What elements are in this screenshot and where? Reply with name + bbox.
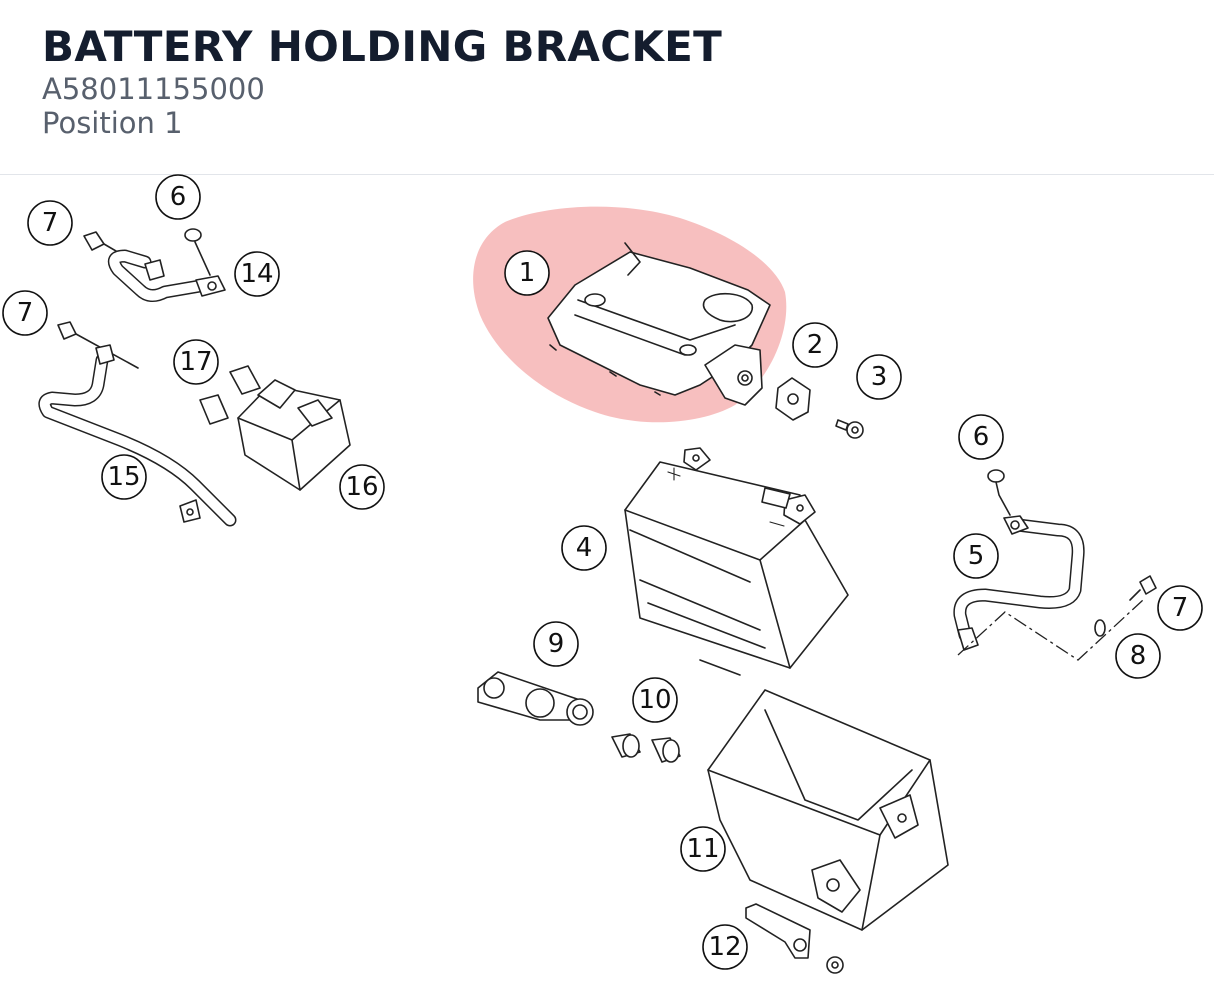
part-10-spacers[interactable] <box>611 733 681 763</box>
callout-8[interactable]: 8 <box>1115 633 1161 679</box>
part-1-battery-bracket[interactable] <box>547 242 771 406</box>
callout-11[interactable]: 11 <box>680 826 726 872</box>
callout-6-top-left[interactable]: 6 <box>155 174 201 220</box>
svg-text:17: 17 <box>179 347 212 377</box>
part-4-battery[interactable] <box>624 447 849 676</box>
svg-text:10: 10 <box>638 685 671 715</box>
svg-text:15: 15 <box>107 462 140 492</box>
callout-3[interactable]: 3 <box>856 354 902 400</box>
svg-text:6: 6 <box>973 422 990 452</box>
svg-text:9: 9 <box>548 629 565 659</box>
part-14-cable[interactable] <box>107 249 226 302</box>
callout-17[interactable]: 17 <box>173 339 219 385</box>
callout-1[interactable]: 1 <box>504 250 550 296</box>
part-9-connector[interactable] <box>477 671 594 726</box>
svg-text:3: 3 <box>871 362 888 392</box>
callout-7-mid-left[interactable]: 7 <box>2 290 48 336</box>
svg-text:6: 6 <box>170 182 187 212</box>
part-8-washer[interactable] <box>1094 619 1106 637</box>
part-number: A58011155000 <box>42 72 265 106</box>
svg-text:12: 12 <box>708 932 741 962</box>
svg-text:11: 11 <box>686 834 719 864</box>
svg-text:7: 7 <box>1172 593 1189 623</box>
page-title: BATTERY HOLDING BRACKET <box>42 22 723 71</box>
svg-text:14: 14 <box>240 259 273 289</box>
svg-text:7: 7 <box>42 208 59 238</box>
part-2-nut[interactable] <box>775 377 811 421</box>
callout-4[interactable]: 4 <box>561 525 607 571</box>
part-17-fuses[interactable] <box>199 365 261 425</box>
callout-16[interactable]: 16 <box>339 464 385 510</box>
svg-text:8: 8 <box>1130 641 1147 671</box>
svg-text:5: 5 <box>968 541 985 571</box>
part-6-screw-right[interactable] <box>987 469 1011 516</box>
callout-6-right[interactable]: 6 <box>958 414 1004 460</box>
page-header: BATTERY HOLDING BRACKET A58011155000 Pos… <box>0 0 1214 175</box>
callout-7-right[interactable]: 7 <box>1157 585 1203 631</box>
position-label: Position 1 <box>42 106 183 140</box>
svg-text:7: 7 <box>17 298 34 328</box>
part-5-ground-cable[interactable] <box>953 515 1144 661</box>
svg-text:1: 1 <box>519 258 536 288</box>
callout-9[interactable]: 9 <box>533 621 579 667</box>
part-12-mount-bracket[interactable] <box>745 903 844 974</box>
callout-7-top-left[interactable]: 7 <box>27 200 73 246</box>
svg-text:16: 16 <box>345 472 378 502</box>
part-7-bolt-right[interactable] <box>1129 575 1157 601</box>
callout-5[interactable]: 5 <box>953 533 999 579</box>
svg-text:4: 4 <box>576 533 593 563</box>
callout-15[interactable]: 15 <box>101 454 147 500</box>
callout-10[interactable]: 10 <box>632 677 678 723</box>
part-16-starter-relay[interactable] <box>237 379 351 491</box>
svg-text:2: 2 <box>807 330 824 360</box>
callout-2[interactable]: 2 <box>792 322 838 368</box>
callout-14[interactable]: 14 <box>234 251 280 297</box>
part-6-screw-top-left[interactable] <box>184 228 211 276</box>
part-15-cable[interactable] <box>38 344 237 527</box>
callout-12[interactable]: 12 <box>702 924 748 970</box>
part-11-battery-box[interactable] <box>707 689 949 931</box>
part-3-screw[interactable] <box>835 419 864 439</box>
